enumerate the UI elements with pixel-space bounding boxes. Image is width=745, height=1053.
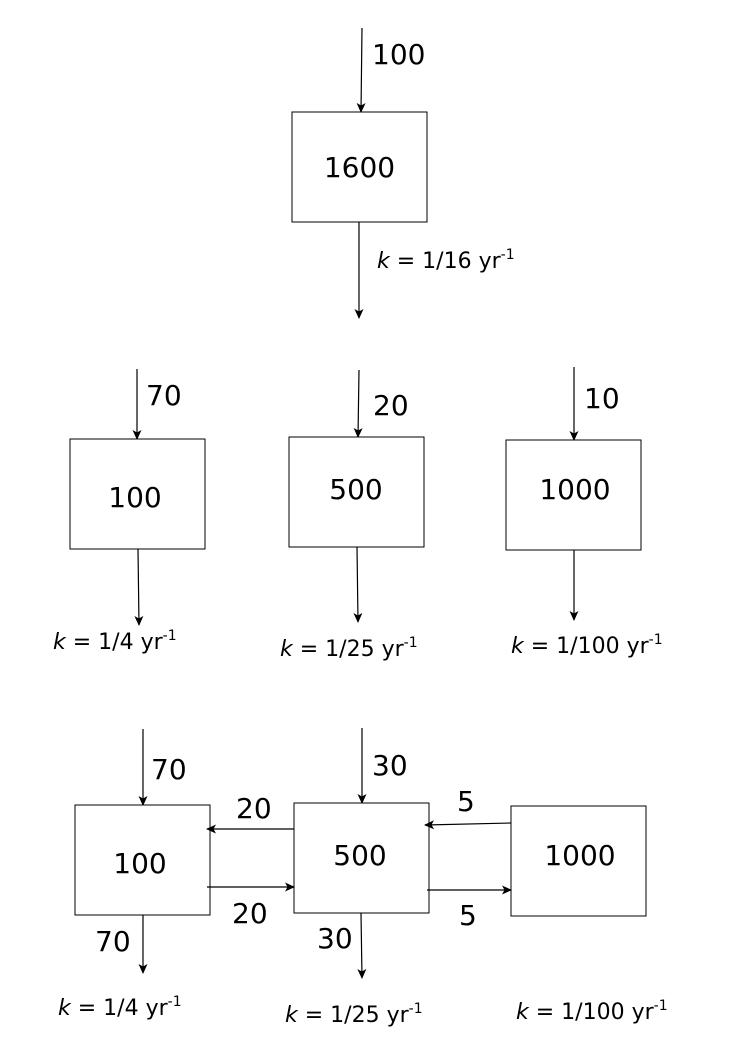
bottom-pool-1-outflow-label: 70: [95, 925, 131, 958]
bottom-pool-1-value: 100: [113, 847, 166, 880]
middle-pool-3-rate-label: k = 1/100 yr-1: [511, 632, 663, 659]
middle-pool-1-box: [69, 438, 206, 550]
bottom-section: 70 100 70 k = 1/4 yr-1 30 500 30 k = 1/2…: [58, 728, 668, 1028]
middle-pool-1-inflow-label: 70: [146, 379, 182, 412]
top-inflow-label: 100: [372, 38, 425, 71]
middle-pool-1-rate-label: k = 1/4 yr-1: [53, 628, 177, 655]
bottom-pool-2-box: [293, 802, 430, 914]
middle-pool-1-value: 100: [108, 481, 161, 514]
middle-pool-2-inflow-arrow: [353, 369, 363, 438]
middle-pool-3-inflow-label: 10: [584, 382, 620, 415]
transfer-pool3-to-pool2-arrow: [424, 820, 512, 830]
top-pool-value: 1600: [324, 151, 395, 184]
transfer-pool2-to-pool1-label: 20: [236, 792, 272, 825]
top-section: 100 1600 k = 1/16 yr-1: [291, 27, 515, 319]
bottom-pool-3-rate-label: k = 1/100 yr-1: [516, 998, 668, 1025]
bottom-pool-1-inflow-label: 70: [151, 753, 187, 786]
bottom-pool-2-rate-label: k = 1/25 yr-1: [285, 1001, 423, 1028]
middle-pool-3-value: 1000: [539, 473, 610, 506]
bottom-pool-2-outflow-arrow: [357, 912, 367, 979]
bottom-pool-3-value: 1000: [544, 839, 615, 872]
middle-pool-2-rate-label: k = 1/25 yr-1: [280, 635, 418, 662]
middle-pool-2-value: 500: [329, 473, 382, 506]
bottom-pool-2-outflow-label: 30: [317, 922, 353, 955]
middle-pool-2-outflow-arrow: [353, 546, 363, 623]
top-rate-label: k = 1/16 yr-1: [377, 247, 515, 274]
top-pool-box: [291, 111, 428, 223]
middle-pool-2-inflow-label: 20: [373, 389, 409, 422]
middle-pool-2-box: [288, 436, 425, 548]
middle-pool-1-outflow-arrow: [134, 548, 144, 626]
transfer-pool1-to-pool2-label: 20: [232, 897, 268, 930]
bottom-pool-1-rate-label: k = 1/4 yr-1: [58, 994, 182, 1021]
bottom-pool-3-box: [510, 805, 647, 917]
transfer-pool3-to-pool2-label: 5: [457, 785, 475, 818]
middle-section: 70 100 k = 1/4 yr-1 20 500 k = 1/25 yr-1…: [53, 367, 663, 662]
bottom-pool-1-box: [74, 804, 211, 916]
transfer-pool2-to-pool3-label: 5: [459, 899, 477, 932]
top-inflow-arrow: [356, 27, 366, 113]
middle-pool-3-box: [505, 439, 642, 551]
bottom-pool-2-value: 500: [333, 839, 386, 872]
bottom-pool-2-inflow-label: 30: [372, 749, 408, 782]
